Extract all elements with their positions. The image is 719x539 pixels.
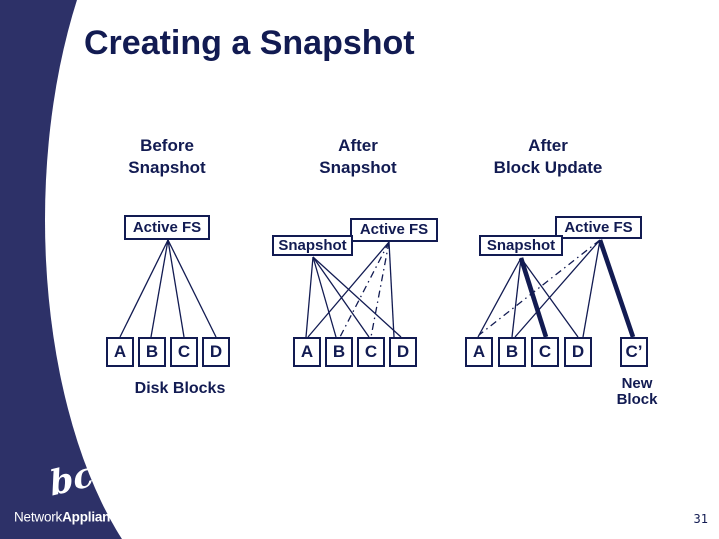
snapshot-box-after-snapshot: Snapshot [272,235,353,256]
netapp-logo-text: NetworkAppliance® [14,506,131,526]
disk-block: A [106,337,134,367]
disk-block: B [325,337,353,367]
registered-mark: ® [124,509,131,518]
brand-network: Network [14,509,63,525]
disk-block: D [202,337,230,367]
snapshot-box-after-update: Snapshot [479,235,563,256]
slide-title: Creating a Snapshot [84,24,415,62]
pointer-line-thin [582,239,601,338]
disk-block: D [564,337,592,367]
pointer-line-thin [477,257,522,338]
heading-line: Block Update [493,158,603,177]
panel-heading-after-block-update: After Block Update [494,135,603,179]
disk-block: B [498,337,526,367]
disk-block: C [357,337,385,367]
pointer-line-thin [150,239,169,338]
pointer-line-thin [312,256,402,338]
caption-line: Block [616,391,658,408]
heading-line: Before [140,136,194,155]
disk-block: A [293,337,321,367]
pointer-line-thin [514,239,601,338]
disk-blocks-caption: Disk Blocks [134,380,226,397]
brand-appliance: Appliance [62,509,125,525]
disk-block: B [138,337,166,367]
heading-line: After [528,136,568,155]
heading-line: Snapshot [128,158,206,177]
curve-ellipse [45,0,433,539]
pointer-line-dash [339,241,390,338]
disk-block: C [531,337,559,367]
pointer-line-thick [597,239,636,338]
page-number: 31 [693,512,708,526]
caption-line: New [621,375,653,392]
disk-block: D [389,337,417,367]
active-fs-box-after-update: Active FS [555,216,642,239]
panel-heading-before: Before Snapshot [128,135,205,179]
pointer-line-thin [511,257,522,338]
pointer-line-thin [312,256,337,338]
pointer-line-thick [518,257,549,338]
heading-line: Snapshot [319,158,397,177]
disk-block: C [170,337,198,367]
pointer-line-thin [388,241,395,338]
pointer-line-thin [307,241,390,338]
active-fs-box-after-snapshot: Active FS [350,218,438,242]
new-disk-block: C’ [620,337,648,367]
pointer-line-dash [370,241,390,338]
pointer-line-thin [305,256,314,338]
active-fs-box-before: Active FS [124,215,210,240]
pointer-line-thin [119,239,169,338]
new-block-caption: New Block [617,376,658,408]
panel-heading-after-snapshot: After Snapshot [319,135,396,179]
heading-line: After [338,136,378,155]
pointer-line-thin [167,239,217,338]
disk-block: A [465,337,493,367]
pointer-line-thin [312,256,370,338]
pointer-line-thin [167,239,185,338]
